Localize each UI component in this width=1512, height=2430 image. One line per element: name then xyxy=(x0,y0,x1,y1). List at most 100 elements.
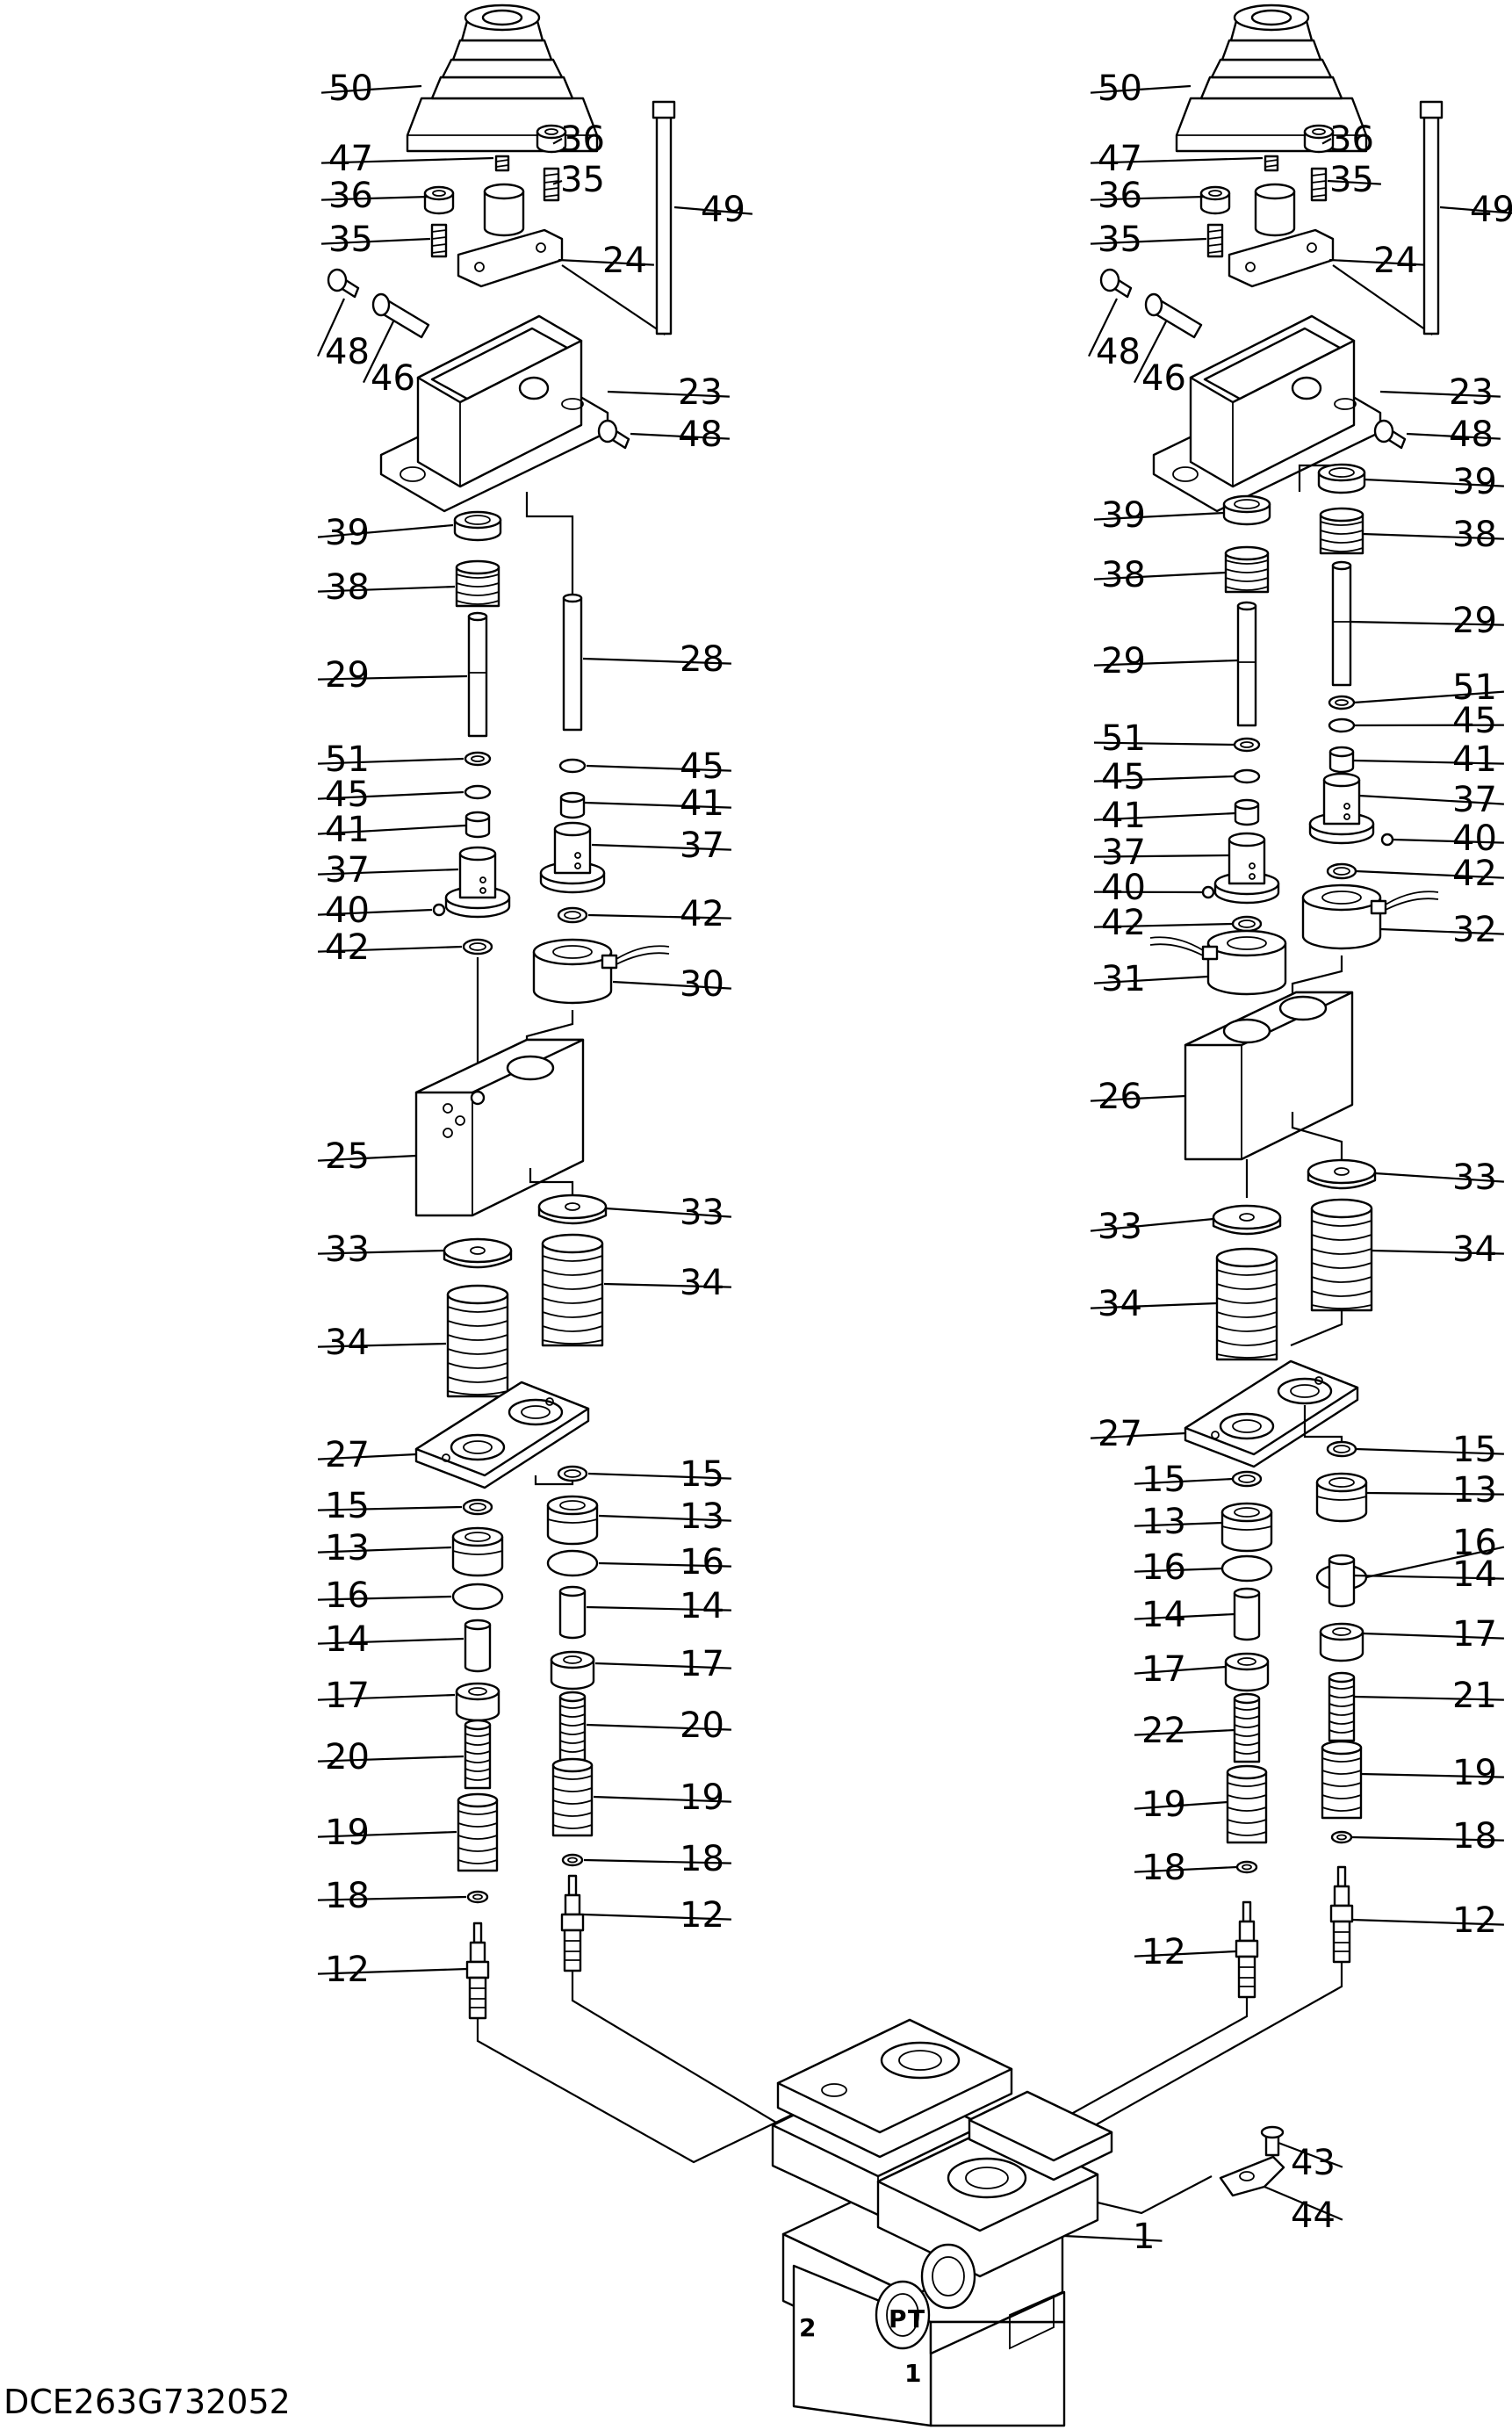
oring-51-left xyxy=(464,751,492,767)
label-26-right: 26 xyxy=(1098,1077,1142,1117)
leader-38-left xyxy=(317,585,456,593)
label-42-right-a: 42 xyxy=(1101,903,1146,943)
leader-34-right-a xyxy=(1371,1249,1504,1255)
label-35-left-a: 35 xyxy=(560,160,605,200)
label-38-left: 38 xyxy=(325,567,370,608)
leader-15-right-a xyxy=(1355,1447,1504,1455)
disc-16-right-b xyxy=(1220,1554,1273,1583)
leader-51-right-a xyxy=(1093,741,1235,746)
label-17-left-b: 17 xyxy=(325,1676,370,1716)
nut-36-left-b xyxy=(423,185,455,215)
leader-34-left-b xyxy=(317,1342,447,1348)
label-17-right-b: 17 xyxy=(1141,1649,1186,1690)
leader-33-left-b xyxy=(317,1249,445,1255)
leader-24-left xyxy=(558,258,654,266)
label-42-left-b: 42 xyxy=(680,894,724,934)
washer-45-left-b xyxy=(558,758,587,774)
spring-20-left-a xyxy=(558,1691,587,1762)
seat-13-right-a xyxy=(1315,1472,1368,1523)
label-21-right: 21 xyxy=(1452,1676,1497,1716)
leader-20-left-b xyxy=(317,1755,464,1763)
solenoid-32-right xyxy=(1301,883,1440,950)
seat-13-left-a xyxy=(546,1495,599,1546)
label-16-right-a: 16 xyxy=(1452,1523,1497,1563)
leader-16-right-a xyxy=(1365,1546,1505,1579)
label-45-left-a: 45 xyxy=(325,775,370,815)
ring-42-right-a xyxy=(1231,915,1263,933)
leader-16-left-a xyxy=(598,1561,731,1568)
ring-15-right-a xyxy=(1326,1440,1357,1458)
collar-41-right-b xyxy=(1328,746,1355,774)
leader-36-left-b xyxy=(320,195,429,201)
leader-39-right-b xyxy=(1364,478,1504,487)
leader-12-right-a xyxy=(1351,1918,1504,1926)
leader-15-left-b xyxy=(317,1505,463,1511)
leader-42-left-a xyxy=(317,945,463,953)
label-19-right-b: 19 xyxy=(1141,1785,1186,1825)
leader-47-right xyxy=(1090,156,1264,164)
bolt-49-right xyxy=(1419,100,1444,335)
label-20-left-a: 20 xyxy=(680,1705,724,1746)
setscrew-35-right-b xyxy=(1206,223,1224,258)
port-marks: 2 P T 1 xyxy=(799,2304,925,2388)
label-13-right-b: 13 xyxy=(1141,1502,1186,1542)
pin-46-right xyxy=(1144,292,1203,339)
leader-lines xyxy=(316,84,1512,2242)
oring-51-right-b xyxy=(1328,695,1356,710)
pin-14-left-a xyxy=(558,1585,587,1640)
bolt-49-left xyxy=(652,100,676,335)
label-12-left-a: 12 xyxy=(680,1895,724,1936)
spring-20-left-b xyxy=(464,1719,492,1790)
leader-14-right-a xyxy=(1353,1574,1504,1580)
label-35-left-b: 35 xyxy=(328,220,373,260)
valve-body-1 xyxy=(771,2018,1113,2427)
leader-45-left-b xyxy=(586,764,731,772)
leader-37-left-b xyxy=(591,843,731,851)
label-48-left-b: 48 xyxy=(678,415,723,455)
spring-34-left-b xyxy=(446,1284,509,1398)
sleeve-37-right-a xyxy=(1213,832,1280,905)
plug-47-right xyxy=(1264,155,1279,172)
washer-18-left-a xyxy=(561,1853,584,1867)
cap-33-left-b xyxy=(443,1237,513,1269)
leader-33-right-b xyxy=(1090,1217,1214,1232)
bushing-48-right-b xyxy=(1373,419,1407,450)
label-38-right-a: 38 xyxy=(1101,555,1146,595)
ring-15-left-b xyxy=(462,1498,493,1516)
label-49-right: 49 xyxy=(1470,190,1512,230)
label-34-left-b: 34 xyxy=(325,1323,370,1363)
cap-33-left-a xyxy=(537,1193,608,1225)
cap-33-right-a xyxy=(1307,1158,1377,1190)
label-19-left-a: 19 xyxy=(680,1777,724,1818)
leader-18-left-b xyxy=(317,1895,467,1901)
diagram-code: DCE263G732052 xyxy=(4,2383,291,2421)
label-31-right: 31 xyxy=(1101,959,1146,999)
label-38-right-b: 38 xyxy=(1452,515,1497,555)
leader-16-left-b xyxy=(317,1595,452,1601)
leader-42-right-a xyxy=(1093,922,1234,928)
label-48-left-a: 48 xyxy=(325,332,370,372)
sleeve-37-left-b xyxy=(539,821,606,894)
label-47-right: 47 xyxy=(1098,139,1142,179)
label-41-right-b: 41 xyxy=(1452,739,1497,780)
rod-28-left xyxy=(562,593,583,732)
leader-30-left xyxy=(612,980,731,990)
leader-45-left-a xyxy=(317,790,464,800)
sleeve-37-left-a xyxy=(444,846,511,919)
spring-34-right-a xyxy=(1310,1198,1373,1312)
label-40-left: 40 xyxy=(325,891,370,931)
label-50-left: 50 xyxy=(328,69,373,109)
washer-45-right-a xyxy=(1233,768,1261,784)
leader-39-left xyxy=(317,523,454,538)
leader-14-right-b xyxy=(1134,1612,1235,1620)
label-15-right-a: 15 xyxy=(1452,1430,1497,1470)
casing-23-right xyxy=(1152,314,1382,513)
spring-38-left xyxy=(455,559,500,608)
leader-32-right xyxy=(1379,927,1504,935)
label-28-left: 28 xyxy=(680,639,724,680)
label-12-left-b: 12 xyxy=(325,1950,370,1990)
spool-12-left-a xyxy=(560,1874,585,1972)
leader-48-right-b xyxy=(1406,432,1501,440)
cap-33-right-b xyxy=(1212,1204,1282,1236)
spring-19-right-a xyxy=(1321,1740,1363,1820)
